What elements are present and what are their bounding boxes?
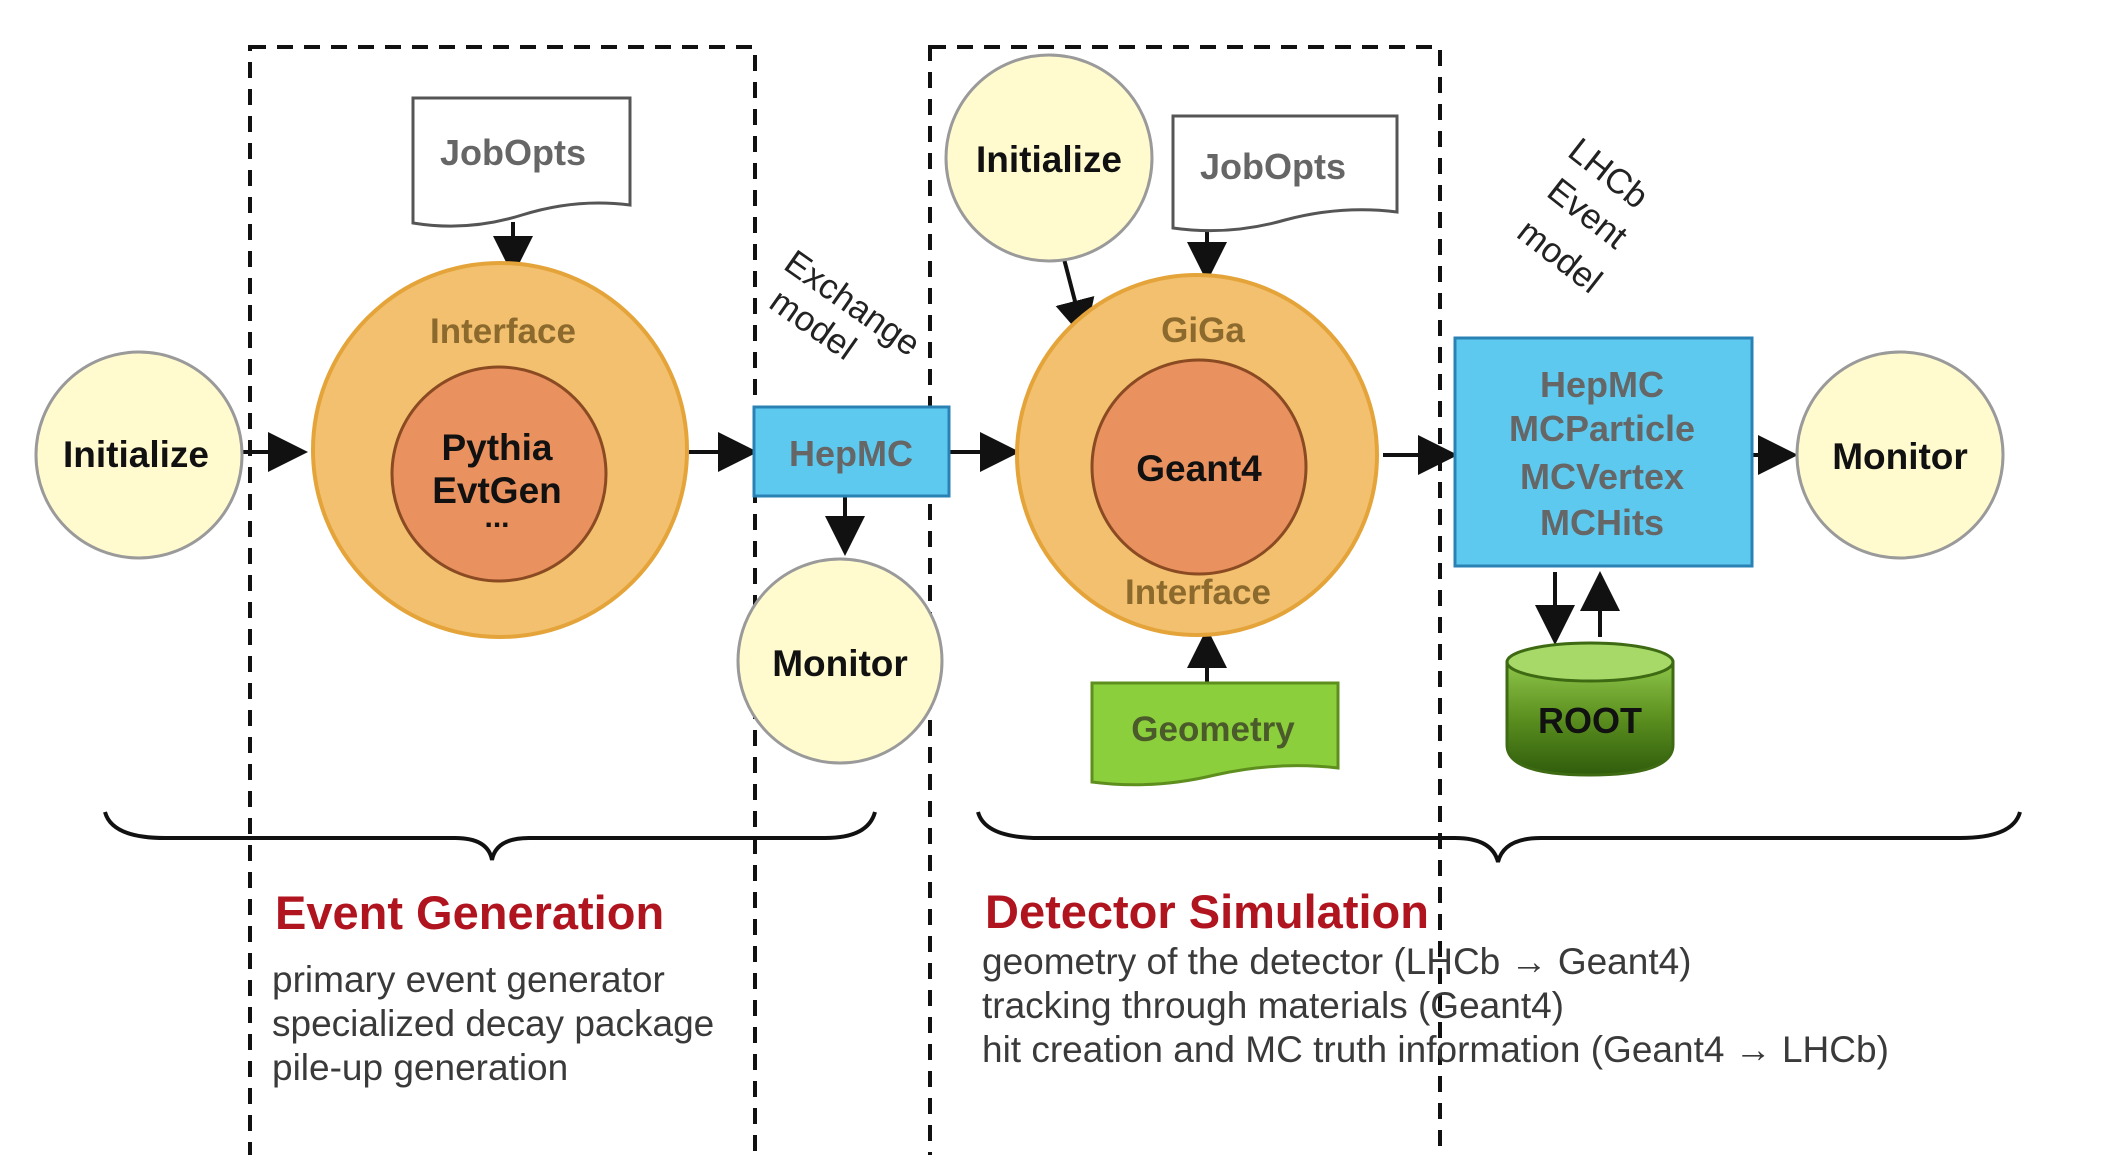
generation-line-3: pile-up generation	[272, 1047, 569, 1088]
ellipsis-label: ...	[484, 501, 509, 534]
simulation-dashed-box	[928, 45, 1442, 1155]
lhcb-event-model-label: LHCb Event model	[1510, 131, 1656, 301]
event-model-item-1: HepMC	[1540, 364, 1664, 405]
simulation-line-3: hit creation and MC truth information (G…	[982, 1029, 1889, 1070]
monitor-node-right: Monitor	[1795, 350, 2005, 560]
initialize-node-sim: Initialize	[944, 53, 1154, 263]
root-cylinder: ROOT	[1505, 641, 1675, 777]
event-model-item-3: MCVertex	[1520, 456, 1684, 497]
event-model-box: HepMC MCParticle MCVertex MCHits	[1453, 336, 1754, 568]
event-model-item-4: MCHits	[1540, 502, 1664, 543]
monitor-node-mid: Monitor	[736, 557, 944, 765]
generation-line-2: specialized decay package	[272, 1003, 715, 1044]
jobopts-left-label: JobOpts	[440, 132, 586, 173]
generator-interface-label: Interface	[430, 312, 576, 351]
exchange-model-label: Exchange model	[763, 243, 928, 368]
jobopts-sim-label: JobOpts	[1200, 146, 1346, 187]
generation-line-1: primary event generator	[272, 959, 665, 1000]
jobopts-doc-left: JobOpts	[411, 96, 632, 228]
giga-label: GiGa	[1161, 311, 1245, 350]
simulation-line-2: tracking through materials (Geant4)	[982, 985, 1564, 1026]
initialize-left-label: Initialize	[63, 434, 209, 475]
evtgen-label: EvtGen	[432, 470, 562, 511]
hepmc-box: HepMC	[752, 405, 951, 498]
jobopts-doc-sim: JobOpts	[1171, 114, 1399, 233]
pythia-label: Pythia	[441, 427, 552, 468]
simulation-description: geometry of the detector (LHCb → Geant4)…	[982, 940, 1889, 1072]
root-label: ROOT	[1538, 700, 1642, 741]
geometry-label: Geometry	[1131, 710, 1295, 749]
hepmc-label: HepMC	[789, 433, 913, 474]
sim-interface-label: Interface	[1125, 573, 1271, 612]
generator-core: Pythia EvtGen ...	[390, 365, 608, 583]
initialize-sim-label: Initialize	[976, 139, 1122, 180]
simulation-line-1: geometry of the detector (LHCb → Geant4)	[982, 941, 1692, 982]
generation-description: primary event generator specialized deca…	[272, 958, 714, 1090]
geant4-label: Geant4	[1136, 448, 1262, 489]
event-model-item-2: MCParticle	[1509, 408, 1695, 449]
simulation-title: Detector Simulation	[985, 885, 1429, 938]
initialize-node-left: Initialize	[34, 350, 244, 560]
monitor-right-label: Monitor	[1832, 436, 1968, 477]
generation-title: Event Generation	[275, 886, 665, 939]
generation-brace	[103, 811, 877, 861]
simulation-brace	[976, 811, 2022, 863]
monitor-mid-label: Monitor	[772, 643, 908, 684]
geant4-core: Geant4	[1090, 358, 1308, 576]
geometry-doc: Geometry	[1090, 681, 1340, 787]
